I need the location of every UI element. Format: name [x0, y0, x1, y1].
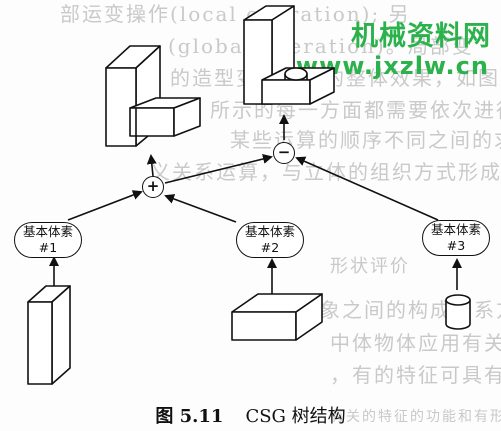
background-text-line: 义关系运算，与立体的组织方式形成可 — [150, 160, 501, 184]
watermark-site-name: 机械资料网 — [351, 21, 491, 52]
arrow-node3-to-difference — [295, 156, 439, 221]
arrow-union-to-result — [146, 154, 157, 177]
primitive-3-cylinder — [445, 294, 471, 330]
background-text-line: 形状评价 — [330, 256, 410, 277]
primitive-2-box — [231, 293, 323, 341]
primitive-node-label: 基本体素 — [244, 224, 295, 239]
primitive-node-index: #1 — [38, 240, 58, 255]
difference-operator-node: − — [273, 142, 295, 164]
figure-number: 图 5.11 — [155, 406, 224, 427]
union-result-solid — [105, 45, 201, 147]
background-text-line: ，有的特征可具有一定关系的形状元素 — [330, 363, 501, 387]
background-text-line: 部运变操作(local operation); 另 — [60, 2, 411, 26]
background-text-line: 某些运算的顺序不同之间的求并。求 — [230, 128, 501, 152]
background-text-line: 有关的特征的功能和有形状特征是 — [330, 409, 501, 425]
primitive-node-2: 基本体素 #2 — [236, 222, 304, 258]
primitive-node-label: 基本体素 — [22, 224, 73, 239]
arrow-union-to-difference — [164, 154, 273, 184]
primitive-node-1: 基本体素 #1 — [14, 222, 82, 258]
figure-caption: 图 5.11 CSG 树结构 — [0, 402, 501, 428]
figure-title: CSG 树结构 — [245, 406, 346, 427]
difference-result-solid — [243, 5, 335, 105]
primitive-node-index: #2 — [260, 240, 280, 255]
arrow-node1-to-union — [67, 190, 143, 221]
background-text-line: 中体物体应用有关的部分，因此，都可以 — [330, 331, 501, 355]
primitive-node-label: 基本体素 — [430, 222, 481, 237]
primitive-node-index: #3 — [446, 238, 466, 253]
arrow-node2-to-union — [164, 194, 237, 223]
primitive-1-slab — [27, 285, 71, 385]
primitive-node-3: 基本体素 #3 — [422, 220, 490, 256]
union-operator-node: + — [142, 176, 164, 198]
